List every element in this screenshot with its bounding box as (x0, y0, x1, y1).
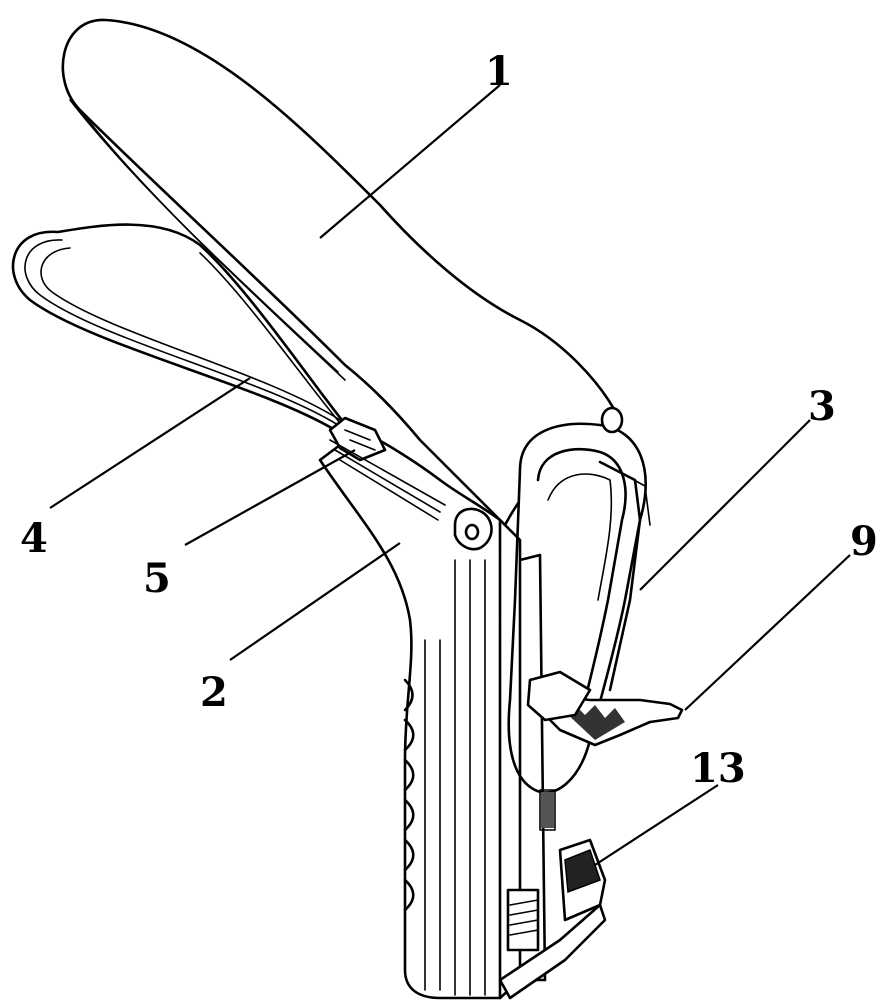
leader-4 (49, 377, 251, 509)
label-13: 13 (690, 745, 746, 792)
ratchet-button (539, 789, 607, 922)
hinge-connector (328, 416, 493, 551)
label-9: 9 (850, 518, 878, 565)
upper-blade (61, 18, 622, 527)
label-1: 1 (485, 48, 513, 95)
ratchet-lever (526, 670, 684, 747)
label-4: 4 (20, 515, 48, 562)
leader-3 (639, 419, 811, 591)
leader-9 (684, 554, 851, 711)
rear-rail (498, 518, 607, 1000)
leader-lines (49, 84, 851, 866)
leader-13 (594, 784, 719, 866)
label-2: 2 (200, 669, 228, 716)
reference-numerals: 1 3 9 4 5 2 13 (20, 48, 878, 792)
leader-1 (319, 84, 501, 239)
label-3: 3 (808, 383, 836, 430)
leader-2 (229, 542, 401, 661)
label-5: 5 (143, 555, 171, 602)
leader-5 (184, 449, 356, 546)
handle-body (318, 428, 502, 1000)
